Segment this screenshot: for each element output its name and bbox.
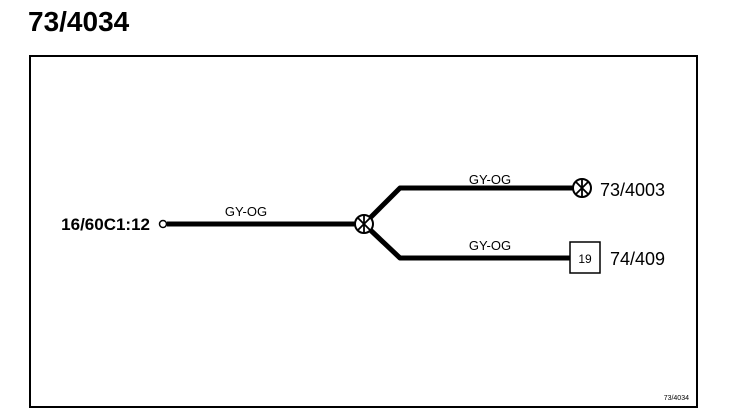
- wire-lower: [362, 222, 570, 261]
- wire-upper-label: GY-OG: [469, 172, 511, 187]
- page-title: 73/4034: [28, 6, 130, 37]
- source-connector-label: 16/60C1:12: [61, 215, 150, 234]
- splice-node-icon: [354, 214, 374, 234]
- lower-target-label: 74/409: [610, 249, 665, 269]
- source-pin-icon: [158, 219, 168, 229]
- wire-main-label: GY-OG: [225, 204, 267, 219]
- corner-reference: 73/4034: [664, 395, 689, 402]
- ground-point-icon: [572, 178, 592, 198]
- wire-upper: [362, 185, 573, 226]
- connector-box: [569, 241, 601, 274]
- diagram-frame: [29, 55, 698, 408]
- upper-target-label: 73/4003: [600, 180, 665, 200]
- wire-lower-label: GY-OG: [469, 238, 511, 253]
- connector-box-label: 19: [578, 252, 592, 266]
